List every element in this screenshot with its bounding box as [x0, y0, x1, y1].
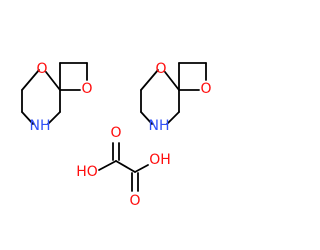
svg-text:O: O	[81, 81, 92, 97]
svg-text:O: O	[110, 125, 121, 141]
svg-text:O: O	[155, 61, 166, 77]
left-hydroxyl: HO	[76, 164, 98, 180]
bond	[47, 111, 61, 125]
oxetane-oxygen-atom: O	[200, 81, 211, 97]
amine-group: NH	[149, 118, 170, 134]
svg-text:OH: OH	[149, 152, 171, 168]
bond	[134, 164, 149, 173]
ring-oxygen-atom: O	[155, 61, 166, 77]
oxetane-oxygen-atom: O	[81, 81, 92, 97]
bond	[21, 111, 34, 125]
bond	[21, 69, 40, 91]
svg-text:NH: NH	[149, 118, 170, 134]
bond	[140, 111, 153, 125]
svg-text:HO: HO	[76, 164, 98, 180]
amine-group: NH	[30, 118, 51, 134]
ring-oxygen-atom: O	[36, 61, 47, 77]
left-carbonyl-oxygen: O	[110, 125, 121, 141]
right-carbonyl-oxygen: O	[129, 193, 140, 209]
svg-text:O: O	[36, 61, 47, 77]
spiro-molecule-left: O O NH	[21, 61, 93, 134]
bond	[98, 160, 117, 171]
bond	[166, 111, 180, 125]
spiro-molecule-right: O O NH	[140, 61, 212, 134]
svg-text:O: O	[200, 81, 211, 97]
svg-text:NH: NH	[30, 118, 51, 134]
chemical-structure-diagram: O O NH O O NH	[21, 61, 212, 209]
svg-text:O: O	[129, 193, 140, 209]
bond	[164, 71, 180, 91]
bond	[115, 160, 136, 173]
bond	[140, 69, 159, 91]
oxalic-acid: HO OH O O	[76, 125, 171, 209]
right-hydroxyl: OH	[149, 152, 171, 168]
bond	[45, 71, 61, 91]
